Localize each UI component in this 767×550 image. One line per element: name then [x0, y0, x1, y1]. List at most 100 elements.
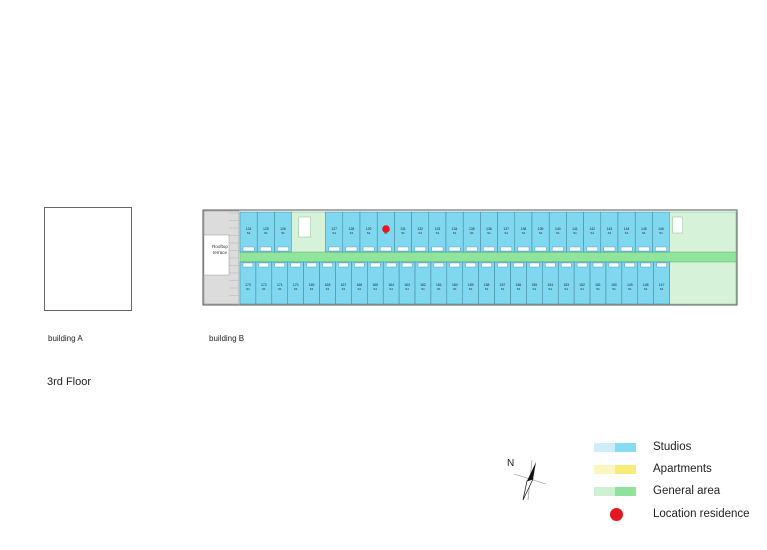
legend-item-apartments: Apartments — [594, 463, 764, 477]
room-163-number: 163 — [404, 283, 410, 287]
room-130-area: S1 — [384, 231, 388, 235]
room-138-area: S1 — [522, 231, 526, 235]
room-155-area: S1 — [533, 287, 537, 291]
legend-label-studios: Studios — [653, 441, 692, 453]
room-155-number: 155 — [532, 283, 538, 287]
room-137-number: 137 — [503, 227, 509, 231]
room-151-bath — [592, 262, 604, 268]
room-146-bath — [655, 246, 667, 252]
floor-label: 3rd Floor — [47, 376, 92, 388]
room-158-bath — [481, 262, 492, 268]
room-160-number: 160 — [452, 283, 458, 287]
room-154-bath — [545, 262, 556, 268]
room-140-bath — [552, 246, 564, 252]
room-129-area: S1 — [367, 231, 371, 235]
apartments-swatch-dark — [615, 465, 636, 474]
room-154-number: 154 — [547, 283, 553, 287]
room-139-bath — [534, 246, 547, 252]
legend-item-general-area: General area — [594, 485, 764, 499]
room-132-area: S1 — [418, 231, 422, 235]
room-159-area: S1 — [469, 287, 473, 291]
room-143-area: S1 — [608, 231, 612, 235]
room-152-area: S1 — [580, 287, 584, 291]
room-125-bath — [260, 246, 272, 252]
room-147 — [653, 261, 670, 305]
room-151-area: S1 — [596, 287, 600, 291]
building-b-label: building B — [209, 334, 245, 343]
room-159-bath — [465, 262, 476, 268]
room-147-area: S1 — [660, 287, 664, 291]
room-124-number: 124 — [246, 227, 252, 231]
legend-item-studios: Studios — [594, 441, 764, 455]
room-145-area: S1 — [642, 231, 646, 235]
room-165-area: S1 — [373, 287, 377, 291]
room-142-number: 142 — [589, 227, 595, 231]
corridor — [239, 251, 737, 263]
terrace-label-line2: terrace — [213, 250, 228, 255]
room-147-number: 147 — [659, 283, 665, 287]
room-131-bath — [397, 246, 409, 252]
room-160-area: S1 — [453, 287, 457, 291]
room-172-area: S1 — [262, 287, 266, 291]
general-swatch-light — [594, 487, 615, 496]
legend-label-apartments: Apartments — [653, 463, 712, 475]
room-162-number: 162 — [420, 283, 426, 287]
room-132-number: 132 — [417, 227, 423, 231]
location-marker — [382, 225, 390, 233]
room-150-number: 150 — [611, 283, 617, 287]
room-148-bath — [640, 262, 651, 268]
room-127-bath — [328, 246, 340, 252]
room-153-area: S1 — [564, 287, 568, 291]
room-133-area: S1 — [436, 231, 440, 235]
room-167-area: S1 — [342, 287, 346, 291]
room-134-number: 134 — [452, 227, 458, 231]
room-128-bath — [345, 246, 358, 252]
room-155-bath — [529, 262, 540, 268]
general-swatch-dark — [615, 487, 636, 496]
room-162-bath — [417, 262, 429, 268]
room-170-number: 170 — [293, 283, 299, 287]
room-133-bath — [431, 246, 444, 252]
room-148-area: S1 — [644, 287, 648, 291]
room-168-number: 168 — [325, 283, 331, 287]
room-145-bath — [638, 246, 650, 252]
room-166-bath — [354, 262, 365, 268]
room-164-bath — [386, 262, 397, 268]
room-135-number: 135 — [469, 227, 475, 231]
room-169-area: S1 — [310, 287, 314, 291]
room-139-number: 139 — [538, 227, 544, 231]
room-144-number: 144 — [624, 227, 630, 231]
room-149-bath — [624, 262, 635, 268]
room-140-area: S1 — [556, 231, 560, 235]
room-157-area: S1 — [501, 287, 505, 291]
room-138-bath — [517, 246, 530, 252]
room-143-bath — [603, 246, 616, 252]
room-150-bath — [608, 262, 620, 268]
room-146-area: S1 — [659, 231, 663, 235]
room-168-bath — [322, 262, 333, 268]
room-142-area: S1 — [590, 231, 594, 235]
room-161-number: 161 — [436, 283, 442, 287]
room-165-bath — [370, 262, 381, 268]
room-159-number: 159 — [468, 283, 474, 287]
legend-label-general-area: General area — [653, 485, 721, 497]
legend-label-location: Location residence — [653, 508, 750, 520]
room-165-number: 165 — [372, 283, 378, 287]
room-171-bath — [274, 262, 285, 268]
room-169-number: 169 — [309, 283, 315, 287]
east-end-south — [669, 261, 737, 305]
room-140-number: 140 — [555, 227, 561, 231]
room-156-number: 156 — [516, 283, 522, 287]
room-128-number: 128 — [349, 227, 355, 231]
room-136-number: 136 — [486, 227, 492, 231]
room-172-bath — [258, 262, 269, 268]
room-173-number: 173 — [245, 283, 251, 287]
building-a-outline — [44, 207, 132, 311]
room-150-area: S1 — [612, 287, 616, 291]
room-158-area: S1 — [485, 287, 489, 291]
room-131-area: S1 — [401, 231, 405, 235]
room-141-area: S1 — [573, 231, 577, 235]
room-131-number: 131 — [400, 227, 406, 231]
studios-swatch-dark — [615, 443, 636, 452]
room-151-number: 151 — [595, 283, 601, 287]
